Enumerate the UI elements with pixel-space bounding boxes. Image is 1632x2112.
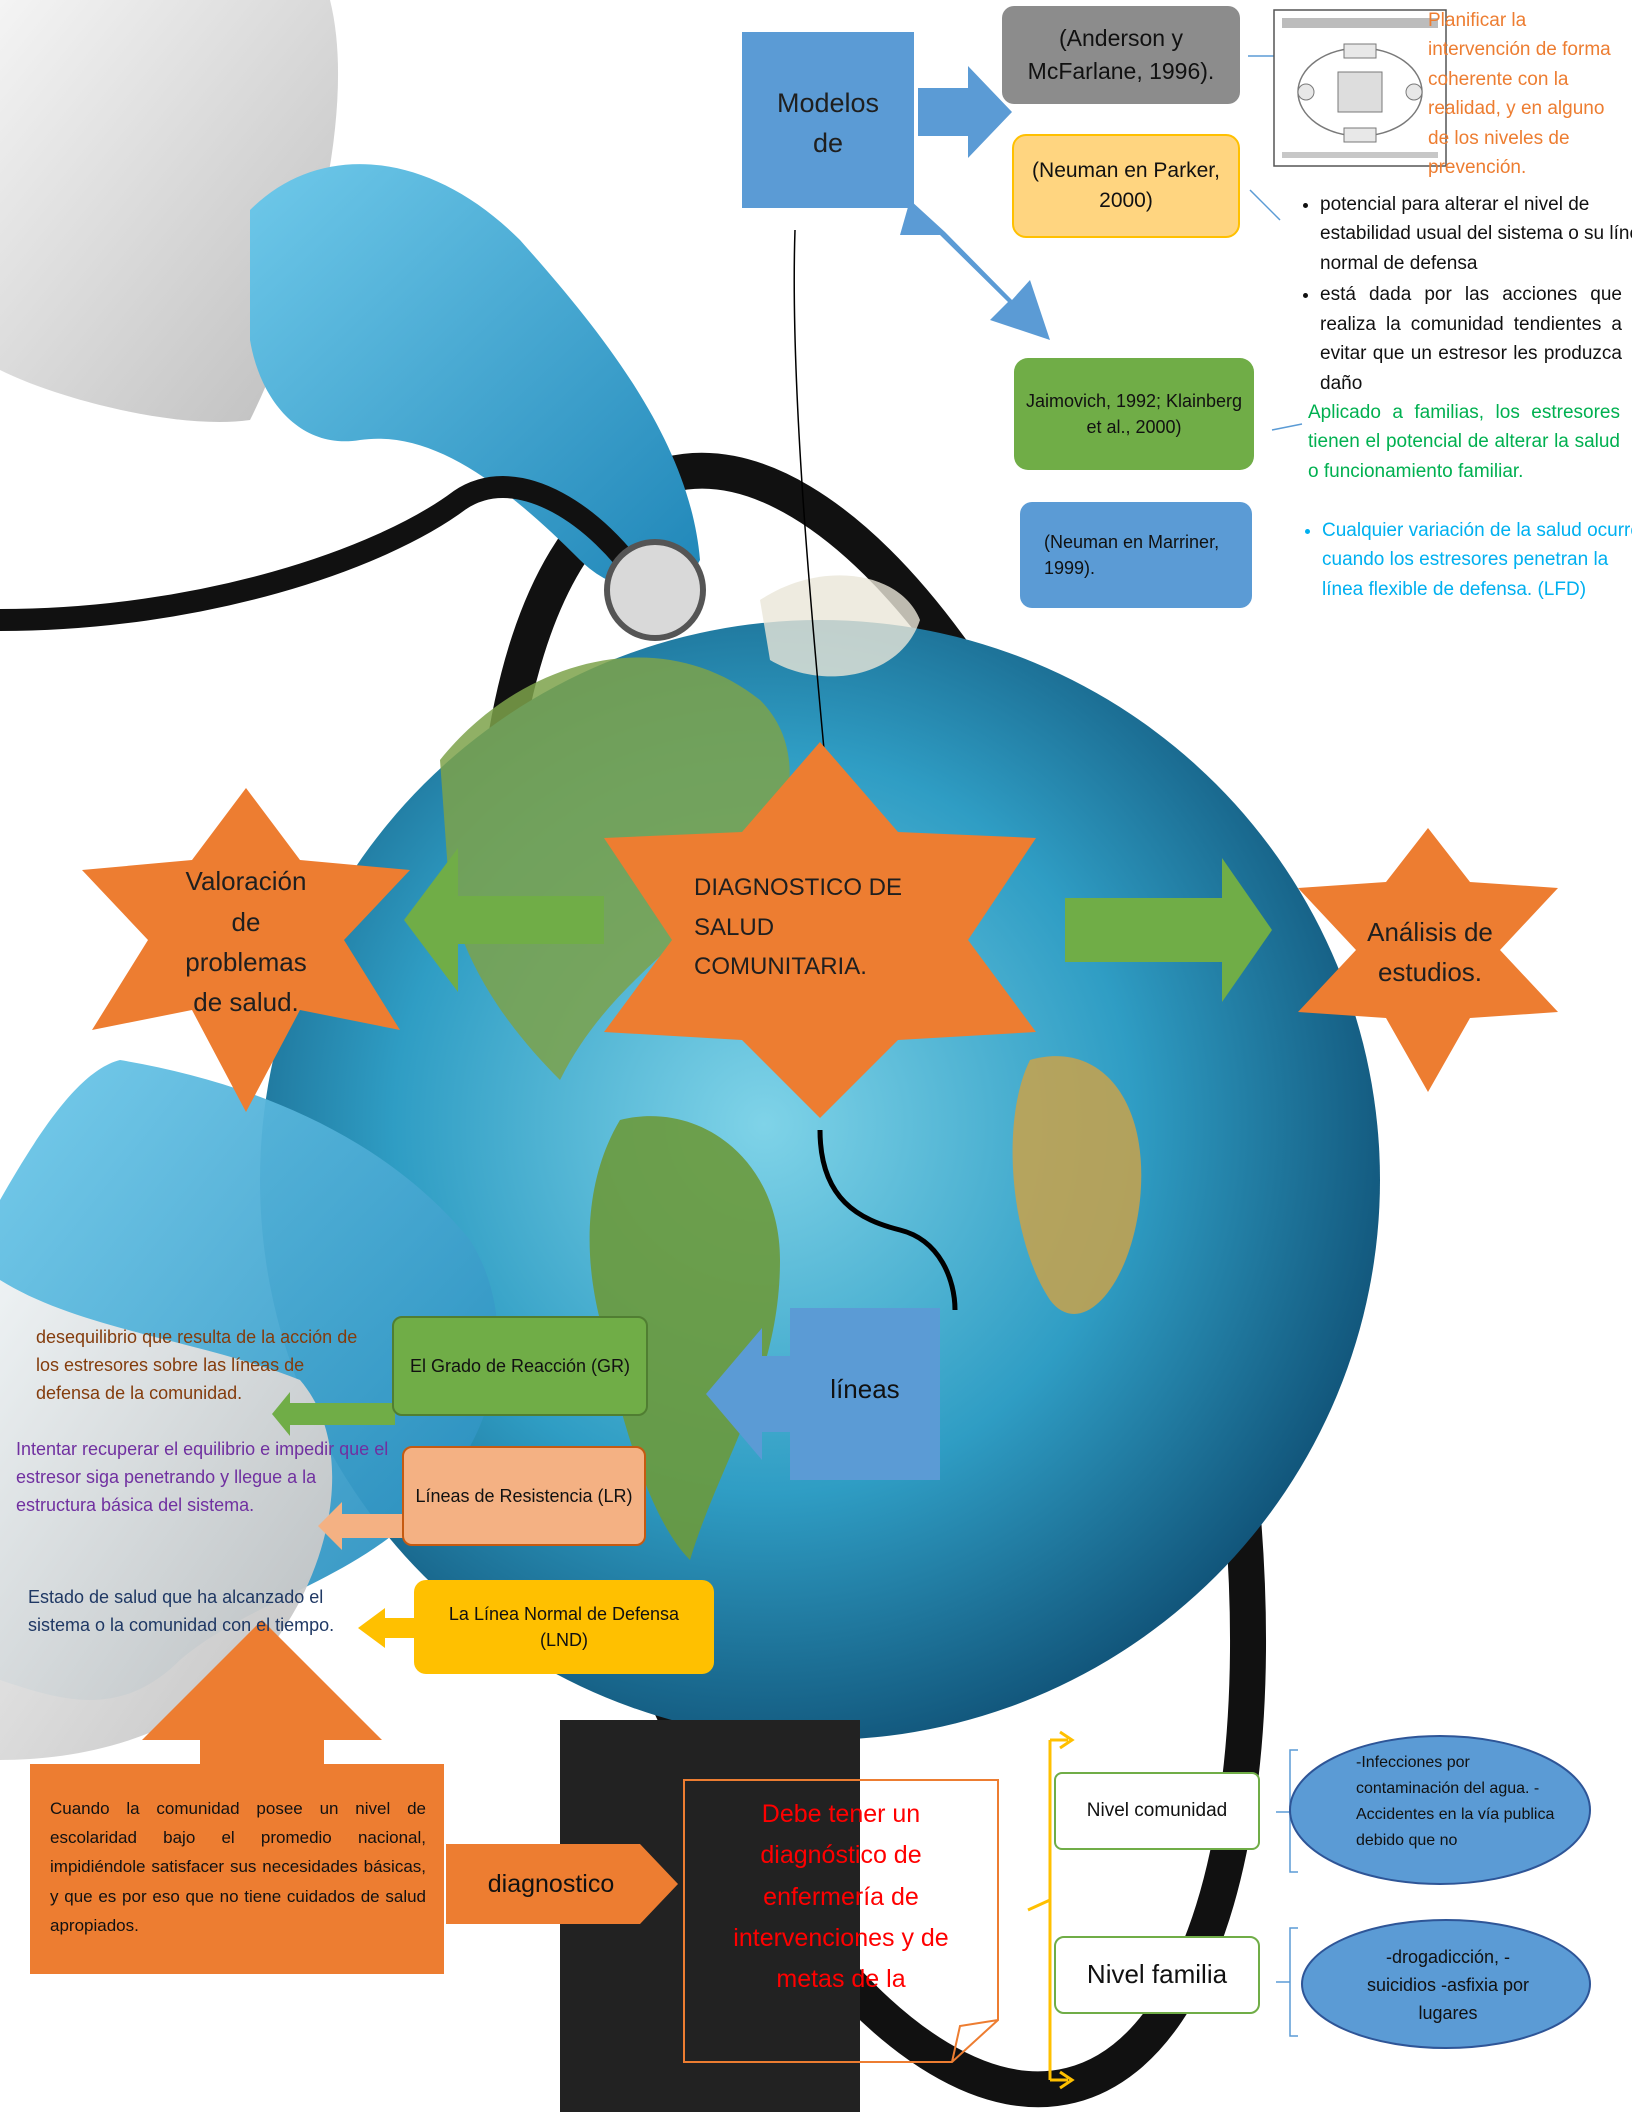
continent-greenland <box>760 575 920 677</box>
diagnostico-shape <box>446 1844 678 1924</box>
callout-line-jaimovich <box>1271 423 1303 431</box>
lnd-note: Estado de salud que ha alcanzado el sist… <box>28 1587 335 1635</box>
stethoscope-head <box>604 539 706 641</box>
bracket-familia <box>1276 1927 1298 2037</box>
note-outline <box>683 1779 999 2063</box>
lineas-label: líneas <box>830 1374 900 1405</box>
modelos-shape <box>742 32 914 208</box>
lnd-box: La Línea Normal de Defensa (LND) <box>414 1580 714 1674</box>
lr-note: Intentar recuperar el equilibrio e imped… <box>16 1439 389 1515</box>
star-right <box>1298 828 1558 1092</box>
center-title: DIAGNOSTICO DE SALUD COMUNITARIA. <box>694 874 903 981</box>
comunidad-items: -Infecciones por contaminación del agua.… <box>1356 1754 1555 1849</box>
neuman-marriner-note-list: Cualquier variación de la salud ocurre c… <box>1282 516 1632 606</box>
neuman-parker-points: potencial para alterar el nivel de estab… <box>1280 190 1632 400</box>
continent-africa <box>1012 1056 1142 1314</box>
community-box: Cuando la comunidad posee un nivel de es… <box>30 1764 444 1974</box>
jaimovich-box: Jaimovich, 1992; Klainberg et al., 2000) <box>1014 358 1254 470</box>
model-thumbnail-diagram <box>1282 18 1438 158</box>
neuman-marriner-note: Cualquier variación de la salud ocurre c… <box>1322 516 1632 604</box>
anderson-note: Planificar la intervención de forma cohe… <box>1428 10 1611 179</box>
anderson-box: (Anderson y McFarlane, 1996). <box>1002 6 1240 104</box>
modelos-title: Modelos de <box>776 87 880 159</box>
bracket-arrow-top <box>1059 1730 1075 1750</box>
arrow-left-lr <box>318 1502 405 1550</box>
ellipse-familia <box>1301 1919 1591 2049</box>
gr-box: El Grado de Reacción (GR) <box>392 1316 648 1416</box>
arrow-left-valoracion <box>404 848 604 992</box>
neuman-parker-box: (Neuman en Parker, 2000) <box>1012 134 1240 238</box>
callout-line-neuman-parker <box>1249 189 1281 221</box>
note-text: Debe tener un diagnóstico de enfermería … <box>733 1800 949 1988</box>
arrow-left-lnd <box>358 1608 418 1648</box>
star-left <box>82 788 410 1112</box>
jaimovich-note: Aplicado a familias, los estresores tien… <box>1308 402 1620 482</box>
ellipse-comunidad <box>1289 1735 1591 1885</box>
neuman-marriner-box: (Neuman en Marriner, 1999). <box>1020 502 1252 608</box>
arrow-left-gr <box>272 1392 395 1436</box>
familia-items: -drogadicción, -suicidios -asfixia por l… <box>1366 1947 1530 2023</box>
right-star-text: Análisis de estudios. <box>1367 916 1493 987</box>
connector-center-lineas <box>817 1129 958 1311</box>
arrow-diagonal-down <box>900 200 1050 340</box>
glove-top <box>250 164 700 590</box>
arrow-up-community <box>142 1620 382 1800</box>
neuman-parker-point-2: está dada por las acciones que realiza l… <box>1320 280 1632 398</box>
continent-north-america <box>440 657 790 1080</box>
community-text: Cuando la comunidad posee un nivel de es… <box>50 1799 426 1935</box>
arrow-right-anderson <box>918 66 1012 158</box>
connector-models-center <box>793 229 826 761</box>
gr-note: desequilibrio que resulta de la acción d… <box>36 1327 358 1403</box>
nivel-comunidad-box: Nivel comunidad <box>1054 1772 1260 1850</box>
lineas-shape <box>706 1308 940 1480</box>
neuman-parker-point-1: potencial para alterar el nivel de estab… <box>1320 190 1632 278</box>
left-star-text: Valoración de problemas de salud. <box>185 866 307 1018</box>
stethoscope-tube <box>0 476 650 631</box>
diagnostico-label: diagnostico <box>487 1869 615 1898</box>
bracket-right <box>1027 1738 1068 2082</box>
nivel-familia-box: Nivel familia <box>1054 1936 1260 2014</box>
star-center <box>604 742 1036 1118</box>
lr-box: Líneas de Resistencia (LR) <box>402 1446 646 1546</box>
bracket-arrow-bottom <box>1059 2070 1075 2090</box>
arrow-right-analisis <box>1065 858 1272 1002</box>
